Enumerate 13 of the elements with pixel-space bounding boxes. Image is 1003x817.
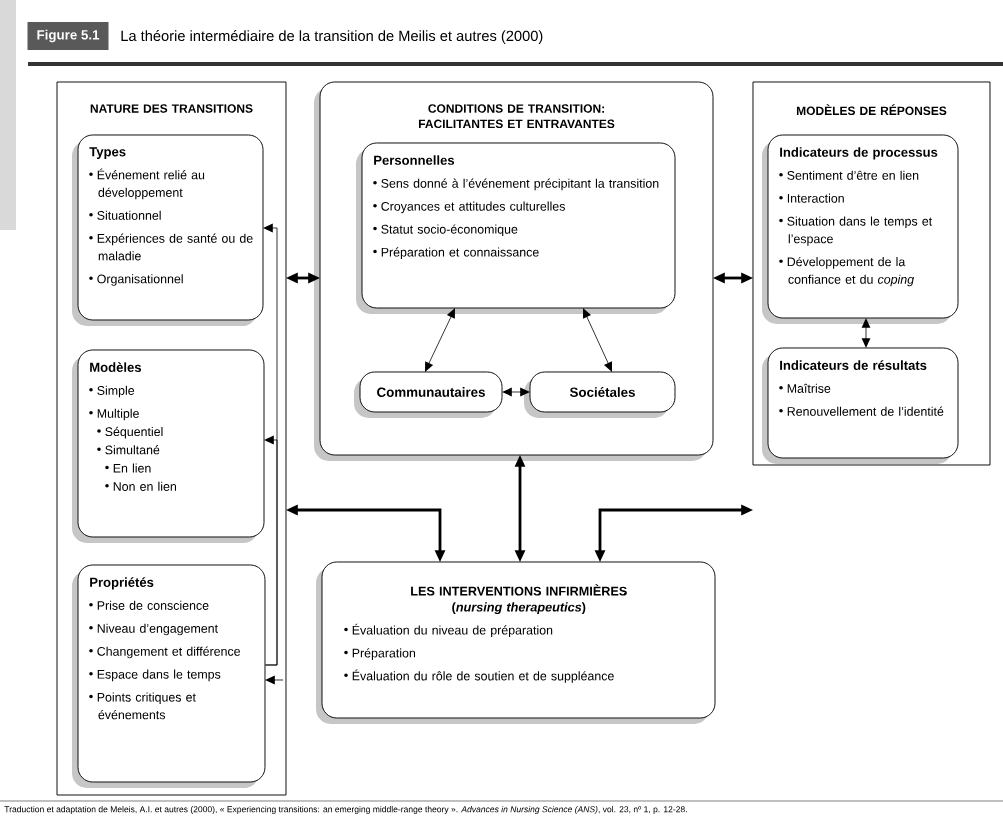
arrow [265, 675, 284, 685]
arrow [286, 272, 320, 284]
figure-label: Figure 5.1 [27, 22, 109, 50]
arrow [594, 504, 753, 562]
arrow [713, 272, 753, 284]
section-heading: MODÈLES DE RÉPONSES [796, 104, 947, 115]
arrow [264, 435, 278, 666]
section-heading: NATURE DES TRANSITIONS [90, 104, 253, 113]
arrow [861, 318, 871, 348]
arrow [514, 455, 526, 562]
source-note: Traduction et adaptation de Meleis, A.I. et autres (2000), « Experiencing transitions: an emerging middle-range theory ». Advances in Nursing Science (ANS), vol. 23, nº 1, p. 12-28. [4, 806, 687, 814]
figure-title: La théorie intermédiaire de la transition de Meilis et autres (2000) [121, 30, 543, 44]
arrow [286, 504, 446, 562]
